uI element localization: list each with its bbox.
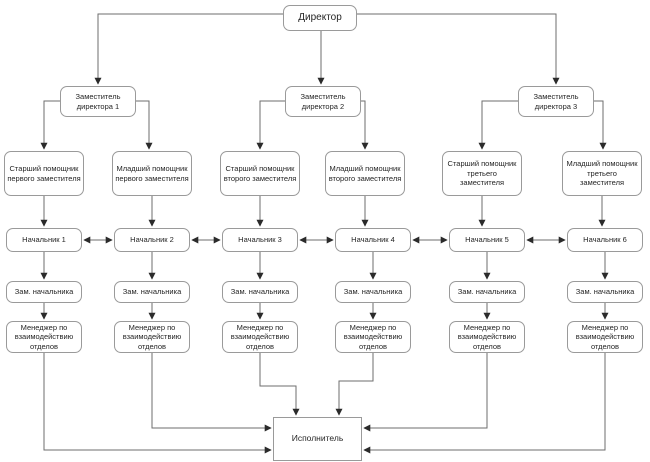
node-manager-1-label: Менеджер по взаимодействию отделов	[14, 322, 74, 351]
node-deputy-chief-4-label: Зам. начальника	[343, 287, 403, 297]
node-manager-6-label: Менеджер по взаимодействию отделов	[575, 322, 635, 351]
node-junior-assistant-3[interactable]: Младший помощник третьего заместителя	[562, 151, 642, 196]
node-chief-3[interactable]: Начальник 3	[222, 228, 298, 252]
node-chief-4-label: Начальник 4	[351, 235, 395, 245]
connector-manager3-executor	[259, 353, 300, 416]
node-deputy-chief-3-label: Зам. начальника	[230, 287, 290, 297]
node-chief-5[interactable]: Начальник 5	[449, 228, 525, 252]
node-deputy-3[interactable]: Заместитель директора 3	[518, 86, 594, 117]
node-deputy-chief-4[interactable]: Зам. начальника	[335, 281, 411, 303]
node-deputy-chief-5[interactable]: Зам. начальника	[449, 281, 525, 303]
node-manager-2[interactable]: Менеджер по взаимодействию отделов	[114, 321, 190, 353]
node-senior-assistant-2[interactable]: Старший помощник второго заместителя	[220, 151, 300, 196]
node-deputy-chief-3[interactable]: Зам. начальника	[222, 281, 298, 303]
node-deputy-1-label: Заместитель директора 1	[75, 92, 121, 111]
connector-deputy2-senior-assistant-2	[256, 100, 285, 150]
node-senior-assistant-2-label: Старший помощник второго заместителя	[223, 164, 297, 183]
node-senior-assistant-1[interactable]: Старший помощник первого заместителя	[4, 151, 84, 196]
node-junior-assistant-3-label: Младший помощник третьего заместителя	[566, 159, 638, 188]
node-director-label: Директор	[298, 12, 342, 23]
node-executor[interactable]: Исполнитель	[273, 417, 362, 461]
connector-deputy1-senior-assistant-1	[40, 100, 60, 150]
node-deputy-2[interactable]: Заместитель директора 2	[285, 86, 361, 117]
node-manager-1[interactable]: Менеджер по взаимодействию отделов	[6, 321, 82, 353]
node-director[interactable]: Директор	[283, 5, 357, 31]
node-deputy-chief-6-label: Зам. начальника	[575, 287, 635, 297]
node-junior-assistant-2-label: Младший помощник второго заместителя	[328, 164, 402, 183]
node-deputy-3-label: Заместитель директора 3	[533, 92, 579, 111]
node-chief-3-label: Начальник 3	[238, 235, 282, 245]
node-manager-5-label: Менеджер по взаимодействию отделов	[457, 322, 517, 351]
connector-deputy1-junior-assistant-1	[136, 100, 153, 150]
node-deputy-chief-2[interactable]: Зам. начальника	[114, 281, 190, 303]
node-senior-assistant-1-label: Старший помощник первого заместителя	[7, 164, 81, 183]
node-deputy-chief-2-label: Зам. начальника	[122, 287, 182, 297]
node-chief-6[interactable]: Начальник 6	[567, 228, 643, 252]
connector-deputy3-junior-assistant-3	[594, 100, 607, 150]
node-deputy-chief-5-label: Зам. начальника	[457, 287, 517, 297]
node-manager-4-label: Менеджер по взаимодействию отделов	[343, 322, 403, 351]
node-senior-assistant-3-label: Старший помощник третьего заместителя	[447, 159, 517, 188]
node-chief-1[interactable]: Начальник 1	[6, 228, 82, 252]
connector-manager5-executor	[363, 353, 488, 432]
node-manager-2-label: Менеджер по взаимодействию отделов	[122, 322, 182, 351]
node-junior-assistant-1-label: Младший помощник первого заместителя	[115, 164, 189, 183]
node-deputy-chief-1-label: Зам. начальника	[14, 287, 74, 297]
node-deputy-2-label: Заместитель директора 2	[300, 92, 346, 111]
node-junior-assistant-1[interactable]: Младший помощник первого заместителя	[112, 151, 192, 196]
node-manager-5[interactable]: Менеджер по взаимодействию отделов	[449, 321, 525, 353]
node-chief-5-label: Начальник 5	[465, 235, 509, 245]
node-senior-assistant-3[interactable]: Старший помощник третьего заместителя	[442, 151, 522, 196]
node-manager-4[interactable]: Менеджер по взаимодействию отделов	[335, 321, 411, 353]
node-manager-3-label: Менеджер по взаимодействию отделов	[230, 322, 290, 351]
connector-manager2-executor	[151, 353, 272, 432]
node-deputy-1[interactable]: Заместитель директора 1	[60, 86, 136, 117]
node-chief-2[interactable]: Начальник 2	[114, 228, 190, 252]
connector-director-deputy-3	[357, 13, 560, 85]
node-chief-1-label: Начальник 1	[22, 235, 66, 245]
node-executor-label: Исполнитель	[291, 433, 344, 444]
connector-manager4-executor	[335, 353, 374, 416]
connector-deputy3-senior-assistant-3	[478, 100, 518, 150]
connector-director-deputy-1	[94, 13, 283, 85]
node-chief-6-label: Начальник 6	[583, 235, 627, 245]
node-deputy-chief-6[interactable]: Зам. начальника	[567, 281, 643, 303]
node-manager-3[interactable]: Менеджер по взаимодействию отделов	[222, 321, 298, 353]
node-chief-4[interactable]: Начальник 4	[335, 228, 411, 252]
node-deputy-chief-1[interactable]: Зам. начальника	[6, 281, 82, 303]
connector-manager1-executor	[43, 353, 272, 454]
node-chief-2-label: Начальник 2	[130, 235, 174, 245]
node-junior-assistant-2[interactable]: Младший помощник второго заместителя	[325, 151, 405, 196]
node-manager-6[interactable]: Менеджер по взаимодействию отделов	[567, 321, 643, 353]
connector-manager6-executor	[363, 353, 606, 454]
connector-deputy2-junior-assistant-2	[361, 100, 369, 150]
